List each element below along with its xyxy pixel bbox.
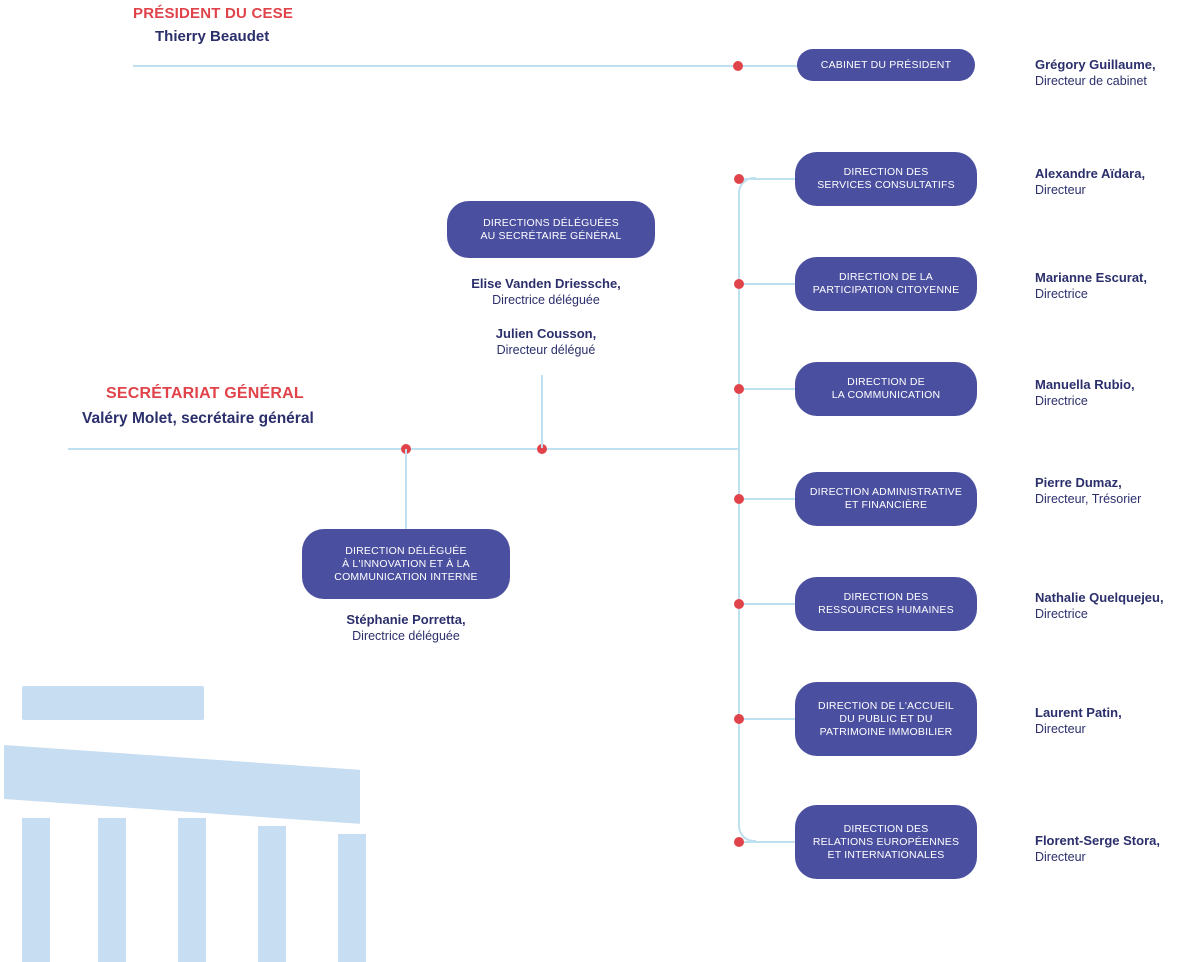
person-role: Directeur délégué (496, 343, 596, 357)
direction-node (734, 279, 744, 289)
delegated-person-1: Elise Vanden Driessche, Directrice délég… (441, 276, 651, 308)
cabinet-box[interactable]: CABINET DU PRÉSIDENT (797, 49, 975, 81)
person-name: Manuella Rubio, (1035, 377, 1135, 392)
person-role: Directeur (1035, 722, 1086, 736)
innovation-connector (405, 449, 407, 529)
person-role: Directeur de cabinet (1035, 74, 1147, 88)
person-name: Alexandre Aïdara, (1035, 166, 1146, 181)
delegated-node (537, 444, 547, 454)
direction-box[interactable]: DIRECTION DES RESSOURCES HUMAINES (795, 577, 977, 631)
person-name: Florent-Serge Stora, (1035, 833, 1160, 848)
person-role: Directrice (1035, 287, 1088, 301)
direction-node (734, 384, 744, 394)
president-node (733, 61, 743, 71)
president-connector (133, 65, 803, 67)
direction-connector (740, 841, 800, 843)
direction-connector (740, 718, 800, 720)
direction-connector (740, 603, 800, 605)
direction-box[interactable]: DIRECTION ADMINISTRATIVE ET FINANCIÈRE (795, 472, 977, 526)
secretariat-title: SECRÉTARIAT GÉNÉRAL (106, 385, 304, 402)
person-role: Directrice déléguée (492, 293, 600, 307)
person-name: Nathalie Quelquejeu, (1035, 590, 1164, 605)
direction-node (734, 599, 744, 609)
person-name: Marianne Escurat, (1035, 270, 1147, 285)
direction-box[interactable]: DIRECTION DE LA PARTICIPATION CITOYENNE (795, 257, 977, 311)
person-name: Grégory Guillaume, (1035, 57, 1156, 72)
direction-person: Pierre Dumaz, Directeur, Trésorier (1035, 475, 1141, 507)
direction-node (734, 837, 744, 847)
directions-spine (738, 195, 740, 825)
secretariat-name: Valéry Molet, secrétaire général (82, 410, 314, 427)
delegated-connector (541, 375, 543, 448)
direction-box[interactable]: DIRECTION DES SERVICES CONSULTATIFS (795, 152, 977, 206)
delegated-directions-box[interactable]: DIRECTIONS DÉLÉGUÉES AU SECRÉTAIRE GÉNÉR… (447, 201, 655, 258)
person-role: Directeur (1035, 183, 1086, 197)
direction-connector (740, 283, 800, 285)
person-role: Directrice (1035, 607, 1088, 621)
innovation-direction-box[interactable]: DIRECTION DÉLÉGUÉE À L'INNOVATION ET À L… (302, 529, 510, 599)
direction-person: Nathalie Quelquejeu, Directrice (1035, 590, 1164, 622)
president-name: Thierry Beaudet (155, 28, 270, 45)
direction-box[interactable]: DIRECTION DE LA COMMUNICATION (795, 362, 977, 416)
innovation-person: Stéphanie Porretta, Directrice déléguée (302, 612, 510, 644)
person-role: Directeur, Trésorier (1035, 492, 1142, 506)
president-title: PRÉSIDENT DU CESE (133, 5, 294, 22)
person-name: Elise Vanden Driessche, (471, 276, 621, 291)
direction-connector (740, 388, 800, 390)
direction-connector (740, 178, 800, 180)
direction-node (734, 174, 744, 184)
person-name: Pierre Dumaz, (1035, 475, 1122, 490)
cabinet-person: Grégory Guillaume, Directeur de cabinet (1035, 57, 1156, 89)
person-role: Directrice déléguée (352, 629, 460, 643)
person-role: Directrice (1035, 394, 1088, 408)
direction-box[interactable]: DIRECTION DES RELATIONS EUROPÉENNES ET I… (795, 805, 977, 879)
direction-person: Alexandre Aïdara, Directeur (1035, 166, 1145, 198)
person-role: Directeur (1035, 850, 1086, 864)
direction-node (734, 494, 744, 504)
direction-person: Laurent Patin, Directeur (1035, 705, 1122, 737)
direction-person: Manuella Rubio, Directrice (1035, 377, 1135, 409)
direction-person: Marianne Escurat, Directrice (1035, 270, 1147, 302)
person-name: Stéphanie Porretta, (346, 612, 466, 627)
direction-person: Florent-Serge Stora, Directeur (1035, 833, 1160, 865)
direction-connector (740, 498, 800, 500)
direction-node (734, 714, 744, 724)
direction-box[interactable]: DIRECTION DE L'ACCUEIL DU PUBLIC ET DU P… (795, 682, 977, 756)
delegated-person-2: Julien Cousson, Directeur délégué (441, 326, 651, 358)
person-name: Laurent Patin, (1035, 705, 1122, 720)
person-name: Julien Cousson, (495, 326, 597, 341)
